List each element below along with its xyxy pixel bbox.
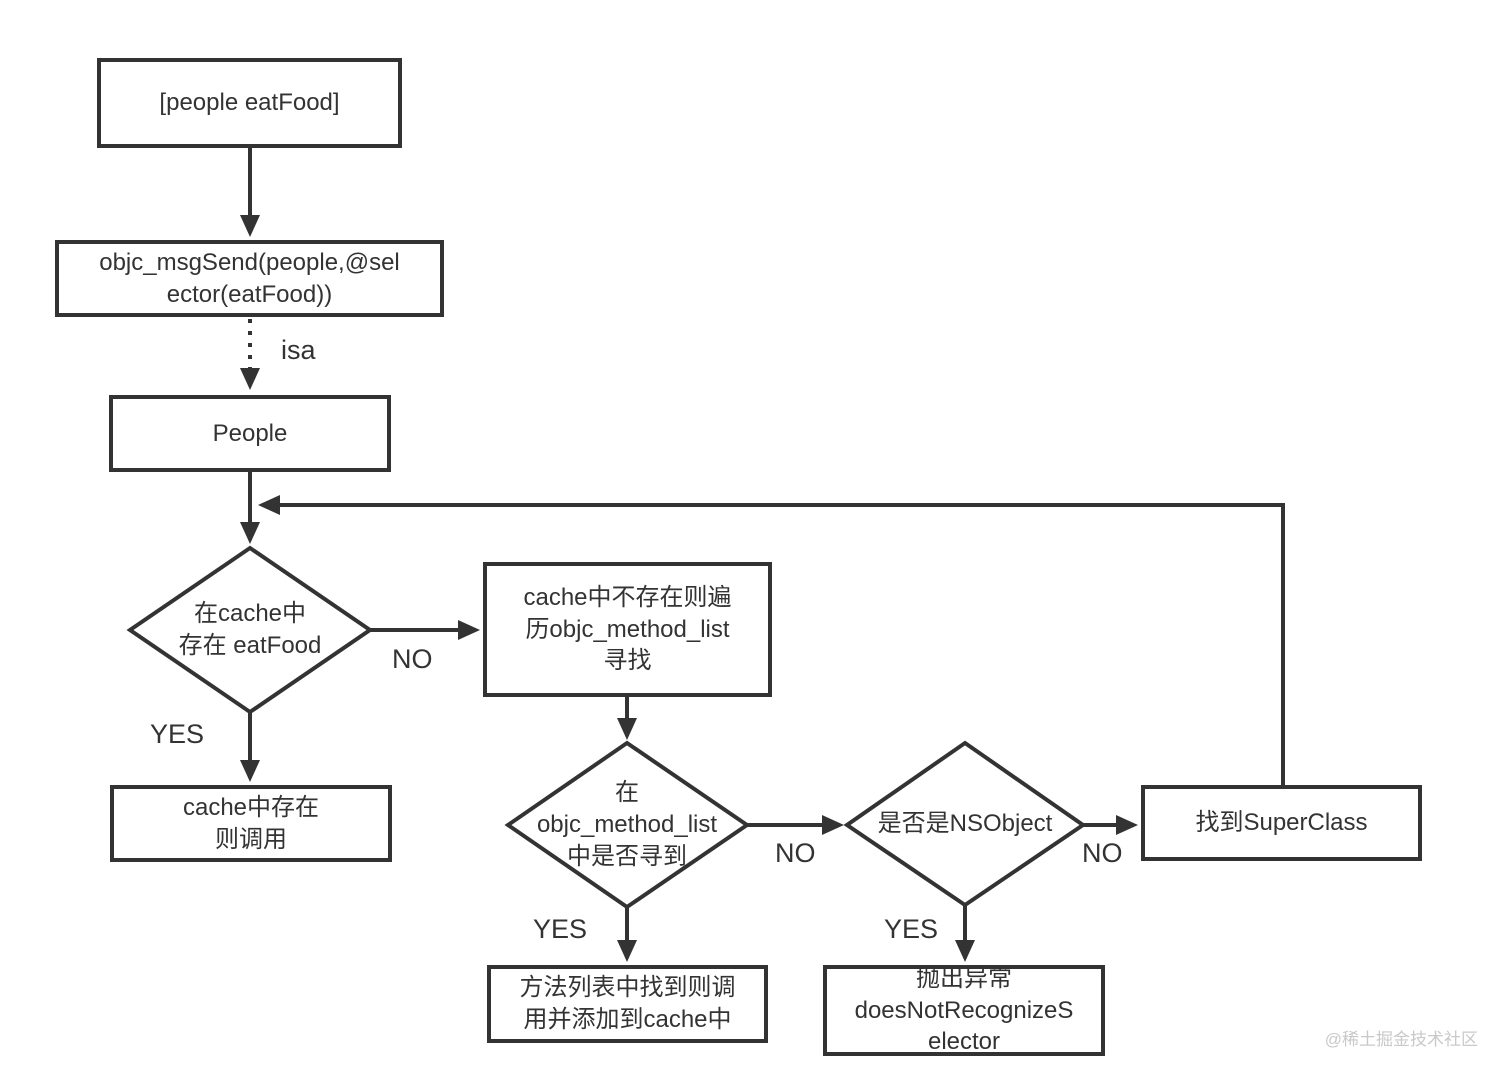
decision-method-list-shape bbox=[504, 740, 751, 910]
edge-label-nsobject-yes: YES bbox=[884, 914, 939, 944]
edge-label-cache-check-no: NO bbox=[392, 644, 433, 674]
edge-label-method-list-no: NO bbox=[775, 838, 816, 868]
node-throw-exception: 抛出异常 doesNotRecognizeS elector bbox=[823, 965, 1105, 1056]
node-find-superclass: 找到SuperClass bbox=[1141, 785, 1422, 861]
node-people-class: People bbox=[109, 395, 391, 472]
node-cache-hit: cache中存在 则调用 bbox=[110, 785, 392, 862]
edge-label-cache-check-yes: YES bbox=[150, 719, 205, 749]
edge-label-nsobject-no: NO bbox=[1082, 838, 1123, 868]
decision-nsobject-shape bbox=[843, 740, 1087, 908]
node-cache-miss: cache中不存在则遍 历objc_method_list 寻找 bbox=[483, 562, 772, 697]
node-objc-msgsend: objc_msgSend(people,@sel ector(eatFood)) bbox=[55, 240, 444, 317]
node-message-call: [people eatFood] bbox=[97, 58, 402, 148]
decision-cache-check-shape bbox=[126, 545, 374, 715]
edge-label-method-list-yes: YES bbox=[533, 914, 588, 944]
watermark: @稀土掘金技术社区 bbox=[1324, 1030, 1478, 1049]
edge-label-isa: isa bbox=[281, 335, 316, 365]
node-method-found: 方法列表中找到则调 用并添加到cache中 bbox=[487, 965, 768, 1043]
